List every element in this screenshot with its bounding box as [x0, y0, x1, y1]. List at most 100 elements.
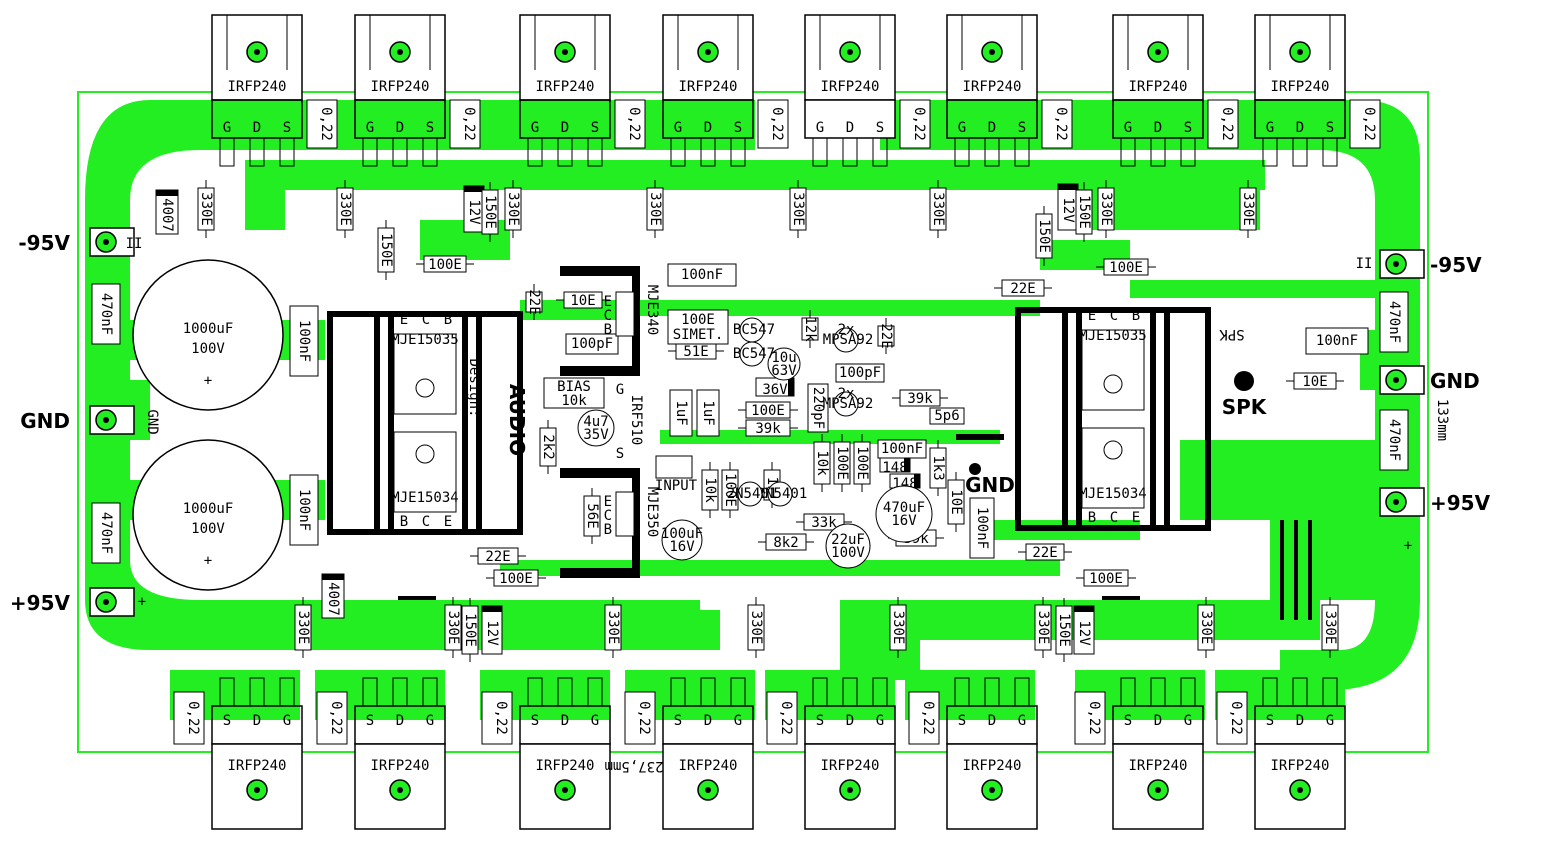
pin-label: G — [1326, 713, 1334, 729]
gate-resistor — [1034, 604, 1052, 651]
mount-hole-center — [397, 787, 403, 793]
resistor — [583, 495, 601, 537]
resistor — [1025, 543, 1065, 561]
resistor-value: 56E — [584, 503, 600, 528]
pin-label: S — [283, 120, 291, 136]
polarity-mark: + — [204, 553, 212, 569]
electrolytic-capacitor — [132, 439, 284, 591]
output-transistor — [393, 333, 457, 415]
gate-resistor-value: 330E — [198, 192, 214, 226]
pin-label: D — [253, 713, 261, 729]
mount-hole-center — [1155, 787, 1161, 793]
capacitor-voltage: 100V — [831, 545, 865, 561]
film-capacitor — [565, 333, 619, 355]
pin-label: G — [1266, 120, 1274, 136]
resistor — [877, 325, 895, 347]
resistor — [1035, 213, 1053, 259]
gate-resistor-value: 330E — [295, 611, 311, 645]
bias-value: 10k — [561, 393, 587, 409]
jumper-wire — [1280, 520, 1284, 620]
resistor-value: 10E — [1302, 374, 1327, 390]
transistor-part: 2N5401 — [727, 486, 778, 502]
neg-supply-right-label: -95V — [1430, 253, 1482, 277]
transistor-part: BC547 — [733, 322, 775, 338]
mount-hole-center — [562, 49, 568, 55]
input-connector[interactable] — [655, 455, 693, 479]
board-width-dimension: 237,5mm — [604, 758, 663, 774]
pin-label: S — [1018, 120, 1026, 136]
bias-label: BIAS — [557, 379, 591, 395]
polarity-mark-left: II — [126, 236, 143, 252]
pin-lead — [279, 677, 295, 707]
pad-hole — [103, 417, 109, 423]
gate-resistor-value: 330E — [505, 192, 521, 226]
pin-label: B — [444, 312, 452, 328]
gate-resistor — [504, 187, 522, 231]
source-resistor-value: 0,22 — [1053, 107, 1069, 141]
pin-lead — [1014, 677, 1030, 707]
trimmer-value: 100E — [681, 312, 715, 328]
resistor — [745, 419, 791, 437]
capacitor-value: 22uF — [831, 532, 865, 548]
mount-hole — [1103, 374, 1123, 394]
pin-lead — [587, 677, 603, 707]
film-capacitor-value: 470nF — [98, 512, 114, 554]
capacitor-voltage: 100V — [191, 521, 225, 537]
symmetry-trimmer — [667, 309, 729, 345]
pin-label: D — [846, 713, 854, 729]
source-resistor-value: 0,22 — [778, 701, 794, 735]
source-resistor-value: 0,22 — [911, 107, 927, 141]
bjt-part-label: MJE15034 — [1079, 486, 1146, 502]
pin-label: G — [1018, 713, 1026, 729]
heatsink-outline — [1015, 307, 1211, 531]
diode-band — [156, 190, 178, 196]
capacitor-voltage: 16V — [891, 513, 917, 529]
source-resistor — [908, 691, 940, 745]
gate-resistor — [747, 604, 765, 651]
source-resistor — [449, 99, 481, 149]
pin-label: S — [876, 120, 884, 136]
gate-resistor-value: 330E — [790, 192, 806, 226]
resistor-value: 150E — [1036, 219, 1052, 253]
gate-resistor-value: 330E — [930, 192, 946, 226]
jumper-wire — [398, 596, 436, 600]
resistor — [899, 389, 941, 407]
mount-hole-center — [254, 49, 260, 55]
pin-label: S — [1184, 120, 1192, 136]
resistor-value: 100E — [751, 403, 785, 419]
ground-right-label: GND — [1430, 369, 1480, 393]
capacitor-voltage: 100V — [191, 341, 225, 357]
film-capacitor-value: 100nF — [296, 320, 312, 362]
pin-lead — [984, 137, 1000, 167]
pin-label: E — [444, 514, 452, 530]
pin-lead — [670, 137, 686, 167]
diode-band — [1058, 184, 1078, 190]
resistor-value: 39k — [907, 391, 933, 407]
gate-resistor — [789, 187, 807, 231]
resistor — [813, 441, 831, 485]
gate-resistor — [1239, 187, 1257, 231]
diode-band — [914, 474, 920, 488]
pin-lead — [872, 137, 888, 167]
pin-label: S — [674, 713, 682, 729]
small-electrolytic — [577, 409, 615, 447]
driver-transistor — [615, 291, 635, 337]
dual-mark: 2x — [838, 322, 855, 338]
film-capacitor — [669, 389, 693, 437]
mosfet-tab — [211, 743, 303, 830]
diode-band — [482, 606, 502, 612]
source-resistor-value: 0,22 — [328, 701, 344, 735]
film-capacitor — [807, 383, 829, 433]
mosfet-part-label: IRFP240 — [678, 758, 737, 774]
heatsink-fin — [388, 314, 394, 532]
diode-value: 4007 — [325, 582, 341, 616]
pad-hole — [103, 239, 109, 245]
gate-resistor — [444, 604, 462, 651]
pin-lead — [812, 137, 828, 167]
pin-label: D — [561, 120, 569, 136]
